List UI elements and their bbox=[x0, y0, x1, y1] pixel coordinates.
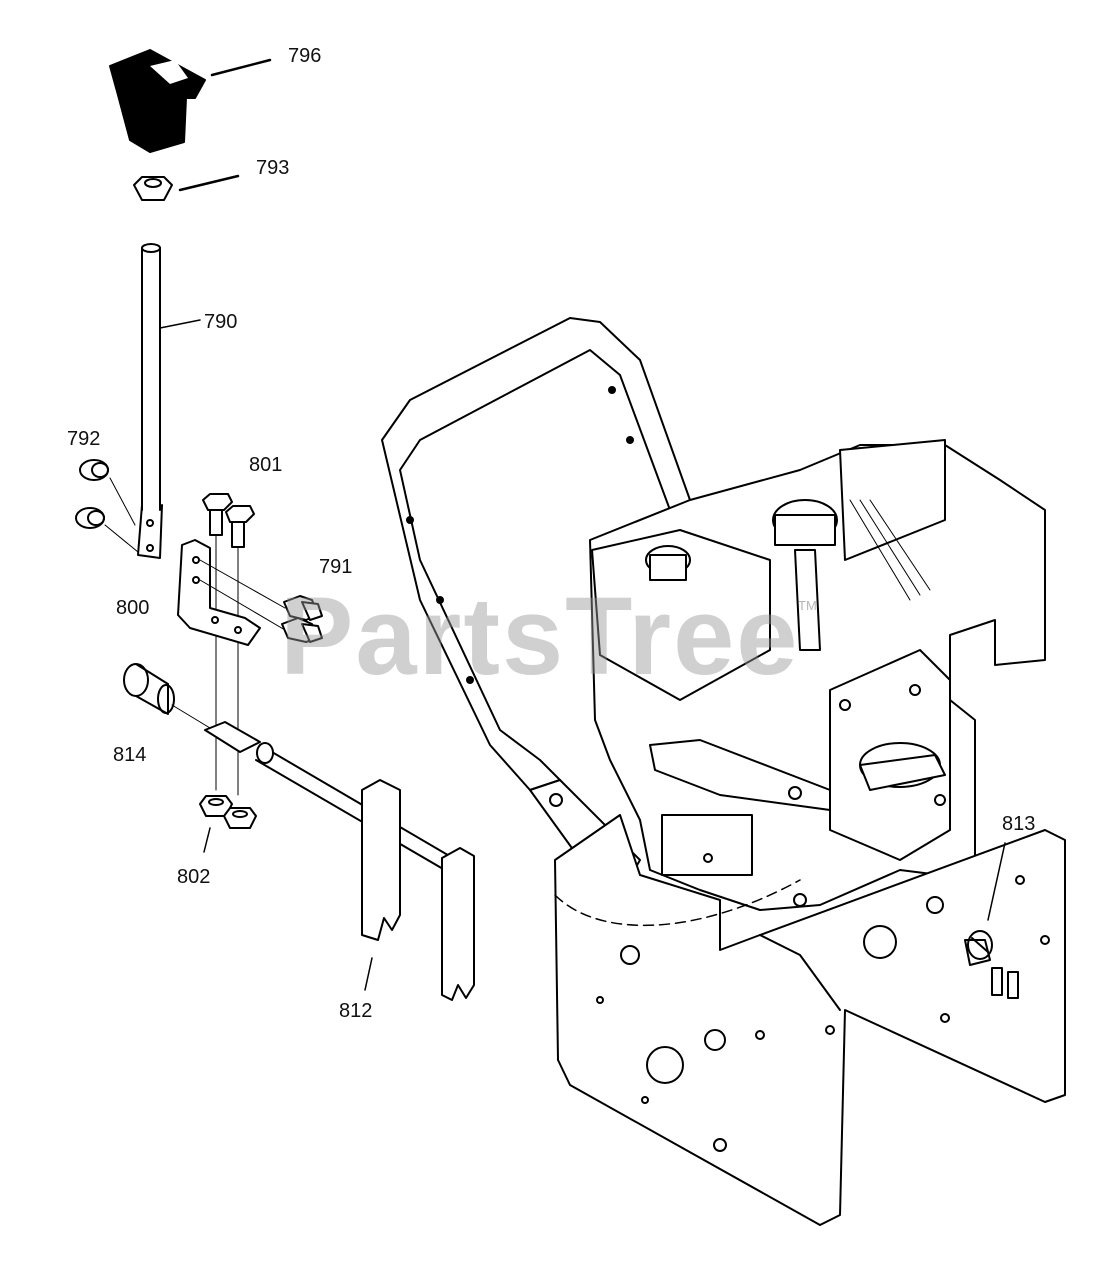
part-814-bushing bbox=[123, 663, 211, 729]
label-791: 791 bbox=[319, 556, 353, 578]
part-812-shift-forks bbox=[204, 721, 475, 1001]
label-801: 801 bbox=[249, 454, 283, 476]
label-802: 802 bbox=[177, 866, 211, 888]
label-793: 793 bbox=[256, 157, 290, 179]
part-790-shift-rod bbox=[137, 243, 201, 559]
label-814: 814 bbox=[113, 744, 147, 766]
label-813: 813 bbox=[1002, 813, 1036, 835]
part-800-bracket bbox=[177, 539, 286, 646]
part-792-spacers bbox=[75, 459, 139, 553]
label-800: 800 bbox=[116, 597, 150, 619]
part-813-hairpin-clip bbox=[967, 842, 1006, 960]
trademark-mark: TM bbox=[798, 598, 817, 613]
label-796: 796 bbox=[288, 45, 322, 67]
part-796-knob bbox=[109, 49, 272, 153]
part-793-nut bbox=[133, 174, 240, 201]
parts-tree-watermark: PartsTree bbox=[280, 575, 800, 698]
part-791-screws bbox=[281, 595, 323, 643]
label-790: 790 bbox=[204, 311, 238, 333]
base-plate bbox=[554, 814, 1066, 1226]
label-792: 792 bbox=[67, 428, 101, 450]
engine bbox=[589, 439, 1046, 911]
part-801-bolts bbox=[202, 493, 255, 796]
label-812: 812 bbox=[339, 1000, 373, 1022]
part-802-nuts bbox=[199, 795, 257, 853]
